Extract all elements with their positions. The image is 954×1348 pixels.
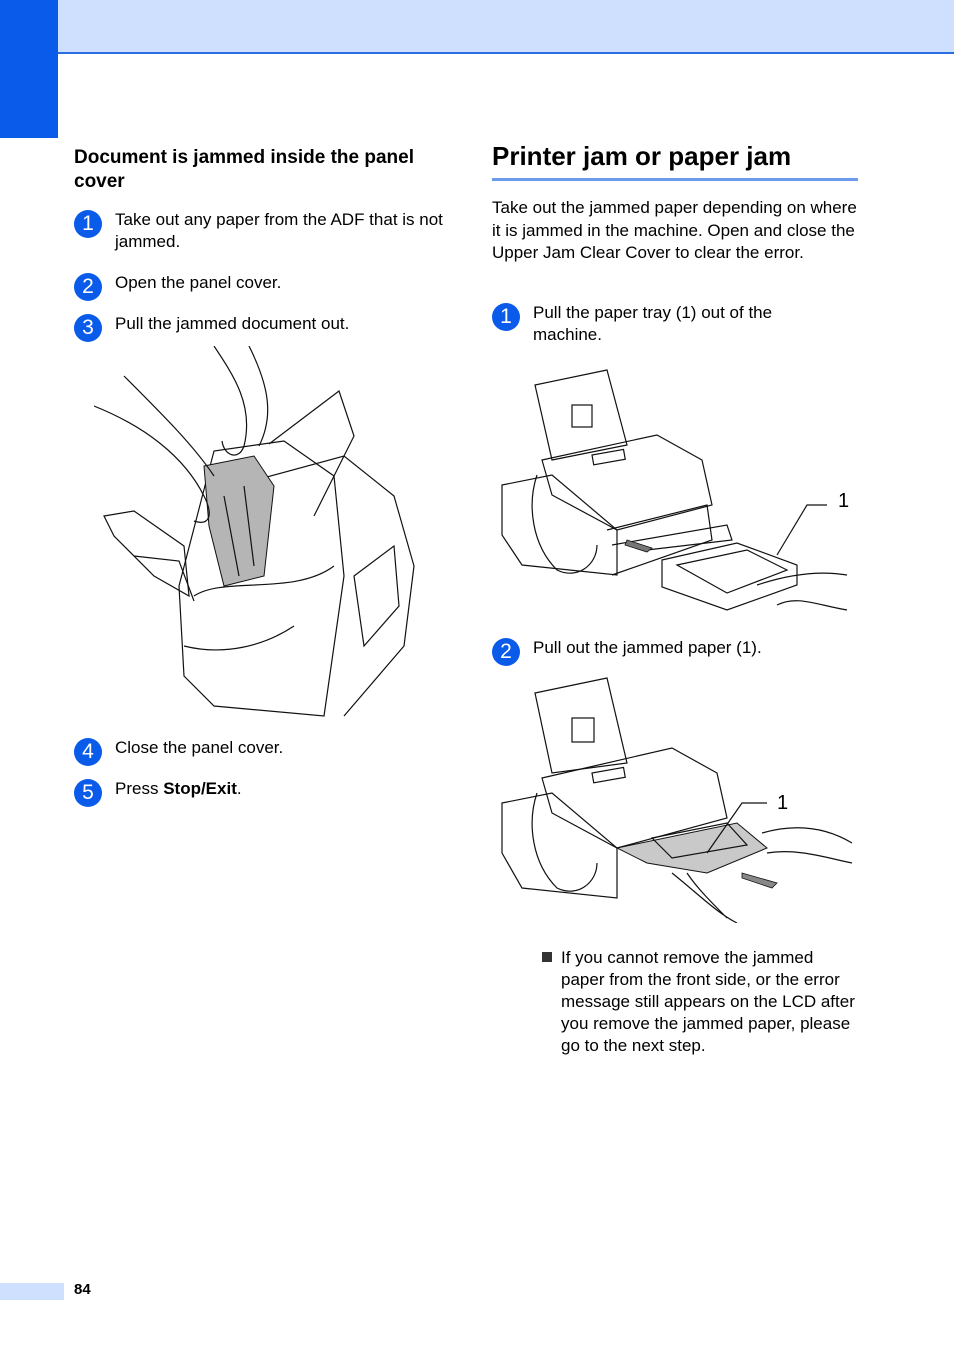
jammed-paper-illustration (501, 677, 853, 923)
chapter-tab (0, 0, 58, 138)
note-text: If you cannot remove the jammed paper fr… (561, 948, 855, 1055)
intro-paragraph: Take out the jammed paper depending on w… (492, 198, 857, 262)
button-name: Stop/Exit (163, 779, 237, 798)
step-number-1: 1 (492, 303, 520, 331)
step-text-prefix: Press (115, 779, 164, 798)
step-text: Pull the jammed document out. (115, 314, 350, 333)
step-text: Pull out the jammed paper (1). (533, 638, 762, 657)
step-text-suffix: . (236, 779, 242, 798)
header-band (0, 0, 954, 54)
callout-label-2: 1 (777, 792, 789, 814)
step-number-2: 2 (74, 273, 102, 301)
right-column: Printer jam or paper jam Take out the ja… (492, 140, 862, 1055)
section-title: Printer jam or paper jam (492, 140, 858, 181)
step-text: Press Stop/Exit. (115, 778, 455, 800)
step-number-5: 5 (74, 779, 102, 807)
step-text: Close the panel cover. (115, 738, 284, 757)
step-text: Take out any paper from the ADF that is … (115, 210, 443, 251)
panel-cover-illustration (94, 346, 415, 717)
step-number-2: 2 (492, 638, 520, 666)
section-heading: Document is jammed inside the panel cove… (74, 147, 414, 192)
callout-label-1: 1 (838, 490, 850, 512)
bullet-square-icon (542, 952, 552, 962)
step-number-4: 4 (74, 738, 102, 766)
step-number-1: 1 (74, 210, 102, 238)
footer-band (0, 1283, 64, 1300)
step-text: Pull the paper tray (1) out of the machi… (533, 303, 773, 344)
step-text: Open the panel cover. (115, 273, 282, 292)
step-number-3: 3 (74, 314, 102, 342)
paper-tray-illustration (501, 369, 848, 611)
page-number: 84 (74, 1281, 91, 1298)
left-column: Document is jammed inside the panel cove… (74, 146, 444, 807)
